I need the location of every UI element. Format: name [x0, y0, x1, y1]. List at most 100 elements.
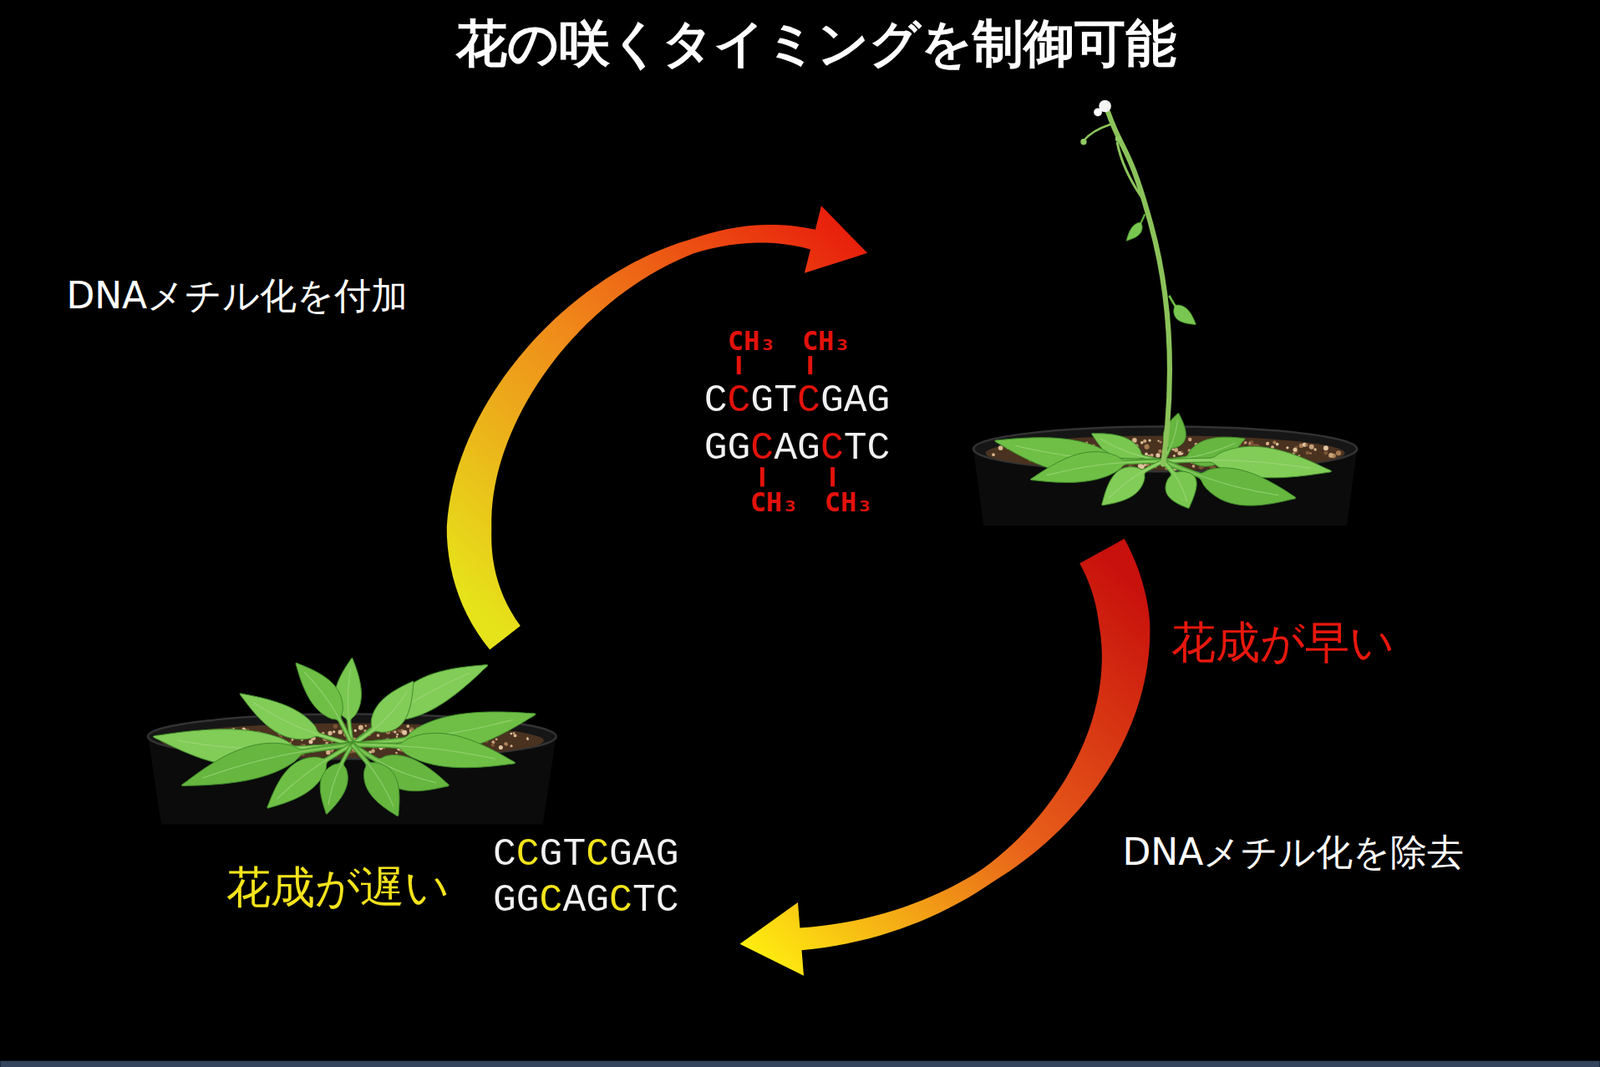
soil-grain	[998, 445, 1004, 451]
arrow-label: DNAメチル化を付加	[66, 277, 408, 315]
plant-illustration	[142, 637, 740, 985]
soil-grain	[1309, 452, 1312, 455]
soil-grain	[513, 732, 516, 736]
flower-stem	[1117, 142, 1141, 197]
flower-stem	[1083, 124, 1111, 142]
soil-grain	[393, 731, 397, 734]
soil-grain	[1293, 448, 1299, 454]
soil-grain	[1148, 438, 1152, 442]
soil-grain	[395, 751, 398, 755]
flow-arrow	[446, 205, 868, 650]
soil-grain	[1328, 452, 1334, 458]
soil-grain	[1309, 444, 1315, 450]
soil-grain	[1275, 442, 1280, 447]
bottom-strip	[0, 1061, 1600, 1067]
soil-grain	[509, 745, 513, 748]
soil-grain	[1144, 444, 1150, 450]
soil-grain	[1179, 451, 1184, 456]
soil-grain	[1265, 441, 1270, 446]
flower-stem	[1107, 111, 1170, 464]
soil-grain	[354, 729, 357, 732]
soil-grain	[1323, 451, 1328, 456]
methyl-group: CH₃	[802, 328, 850, 356]
soil-grain	[1173, 454, 1176, 458]
plant-illustration	[867, 96, 1367, 551]
methyl-group: CH₃	[750, 489, 798, 517]
soil-grain	[1272, 441, 1276, 445]
flower	[1093, 107, 1103, 117]
stem-leaf	[1168, 294, 1197, 325]
soil-grain	[1180, 450, 1184, 453]
methyl-bond	[807, 355, 813, 375]
methyl-bond	[736, 355, 742, 375]
leaf-midrib	[1163, 461, 1187, 502]
soil-grain	[991, 452, 996, 457]
leaf-midrib	[328, 745, 352, 806]
leaf-midrib	[351, 690, 407, 745]
stem-leaf	[1126, 213, 1146, 241]
soil-grain	[376, 734, 381, 738]
plant-node: 花成が早い	[867, 96, 1367, 551]
soil-grain	[504, 742, 508, 747]
soil-grain	[1293, 447, 1298, 453]
soil-grain	[338, 730, 343, 735]
soil-grain	[1244, 441, 1248, 445]
soil-grain	[327, 731, 332, 736]
soil-grain	[509, 732, 513, 736]
rosette-leaf	[1102, 459, 1165, 506]
soil-grain	[1158, 449, 1163, 454]
soil-grain	[1140, 441, 1144, 445]
soil-grain	[365, 725, 367, 727]
soil-grain	[396, 736, 398, 738]
soil-grain	[1188, 437, 1192, 442]
soil-grain	[401, 730, 407, 736]
soil-grain	[396, 733, 399, 737]
soil-grain	[1158, 440, 1162, 443]
soil-grain	[1192, 464, 1196, 468]
soil-grain	[493, 741, 496, 743]
soil-grain	[1335, 450, 1341, 456]
dna-sequence: CCGTCGAG	[492, 835, 680, 874]
dna-sequence: GGCAGCTC	[704, 429, 891, 468]
soil-grain	[1249, 440, 1255, 446]
rosette	[152, 658, 536, 817]
soil-grain	[526, 737, 529, 741]
methyl-bond	[830, 467, 835, 487]
dna-sequence: CCGTCGAG	[704, 381, 891, 421]
soil-grain	[503, 741, 508, 746]
leaf-midrib	[351, 745, 394, 808]
title-text: 花の咲くタイミングを制御可能	[456, 17, 1177, 69]
arrow-label: DNAメチル化を除去	[1122, 833, 1464, 871]
soil-grain	[1142, 439, 1147, 443]
methyl-group: CH₃	[824, 489, 873, 517]
rosette-leaf	[350, 681, 413, 747]
status-label: 花成が遅い	[226, 865, 450, 910]
soil-grain	[1305, 443, 1309, 447]
soil-grain	[1155, 452, 1160, 458]
methyl-group: CH₃	[727, 328, 776, 356]
soil-grain	[358, 725, 364, 731]
soil-grain	[333, 724, 338, 729]
flower	[1080, 138, 1087, 145]
soil-grain	[332, 731, 336, 734]
soil-grain	[1305, 450, 1311, 455]
leaf-midrib	[1108, 461, 1164, 498]
soil-grain	[308, 740, 313, 745]
dna-sequence: GGCAGCTC	[492, 881, 680, 920]
soil-grain	[370, 749, 376, 754]
soil-grain	[1313, 447, 1316, 451]
soil-grain	[491, 743, 495, 747]
soil-grain	[1323, 445, 1329, 451]
soil-grain	[397, 729, 402, 733]
methyl-bond	[760, 467, 765, 487]
rosette-leaf	[320, 744, 354, 815]
soil-grain	[1173, 447, 1179, 453]
soil-grain	[406, 724, 410, 728]
rosette-leaf	[1161, 460, 1197, 509]
soil-grain	[1249, 441, 1251, 444]
flow-arrow	[739, 538, 1150, 976]
status-label: 花成が早い	[1171, 620, 1395, 666]
soil-grain	[1158, 440, 1160, 442]
